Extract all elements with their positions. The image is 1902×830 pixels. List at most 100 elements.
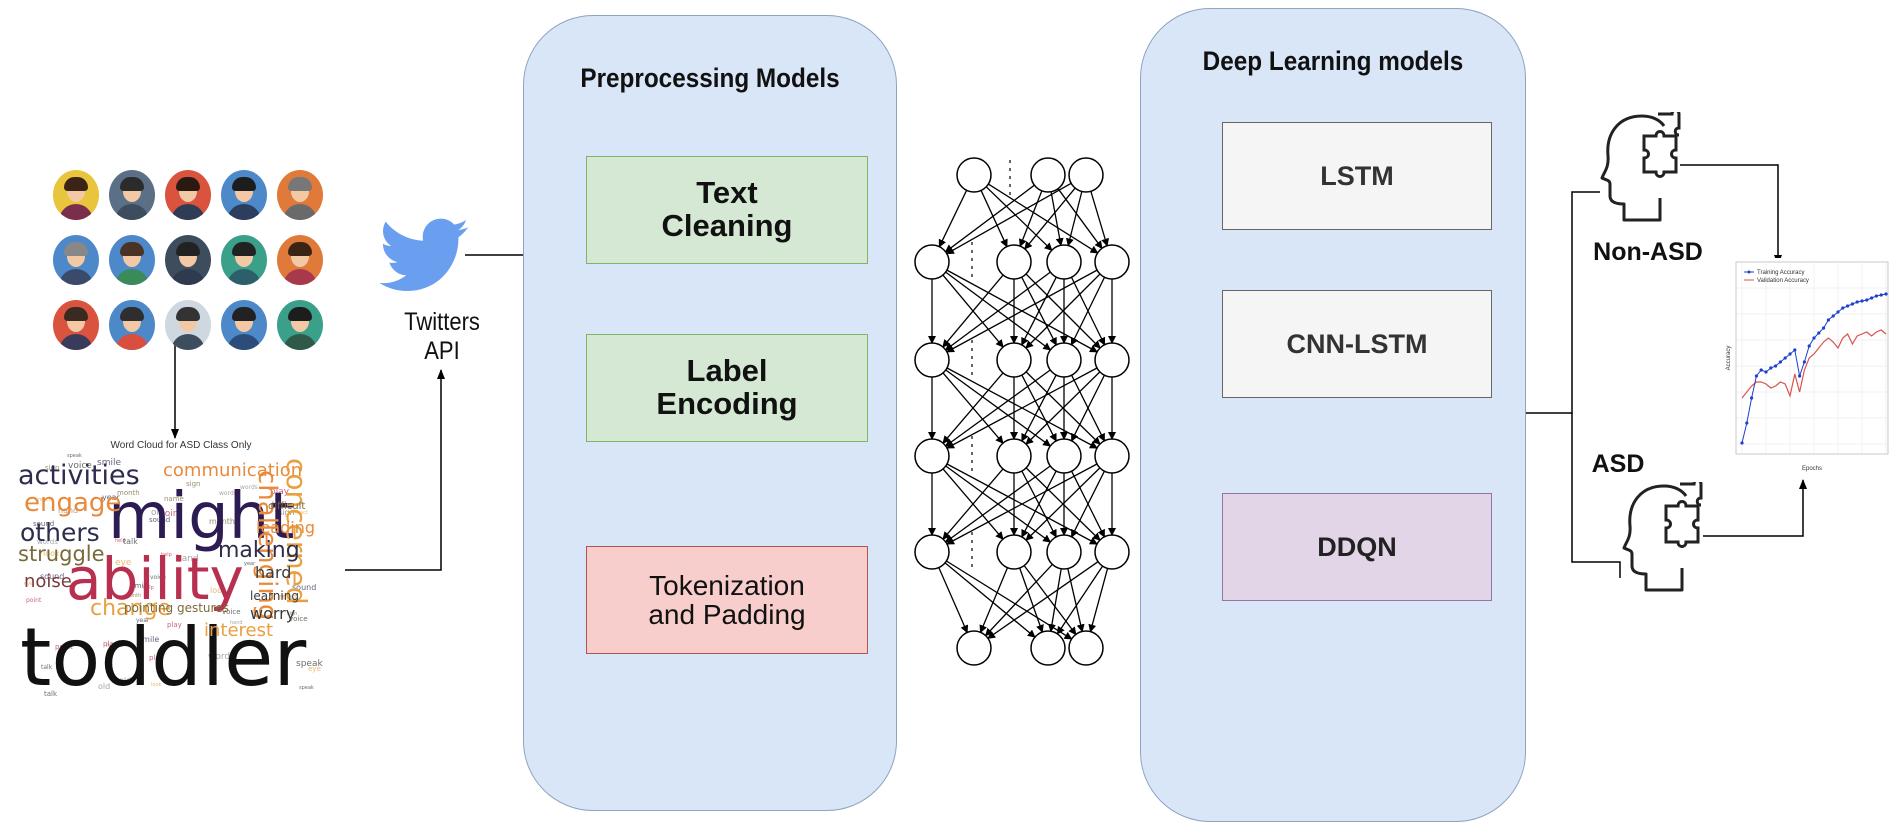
word-cloud-filler: smile [97, 458, 121, 468]
nn-connection [938, 190, 968, 248]
word-cloud-filler: words [240, 484, 258, 491]
nn-node [914, 438, 950, 474]
arrow-asd-to-chart [1703, 479, 1807, 537]
nn-node [1094, 438, 1130, 474]
nn-connection [1050, 191, 1064, 247]
nn-node [1030, 630, 1066, 666]
nn-node [1094, 342, 1130, 378]
nn-connection [942, 372, 1004, 444]
accuracy-chart-grid [1736, 262, 1888, 454]
word-cloud-filler: sign [186, 480, 201, 488]
word-cloud-filler: month [125, 593, 142, 599]
nn-node [1094, 244, 1130, 280]
word-cloud-filler: eye [281, 594, 291, 600]
nn-node [996, 342, 1032, 378]
nn-connection [944, 184, 1035, 253]
training-accuracy-point [1788, 352, 1792, 356]
arrow-wordcloud-to-twitter [345, 369, 445, 571]
nn-node [1068, 630, 1104, 666]
preprocessing-title: Preprocessing Models [580, 63, 840, 93]
training-accuracy-point [1807, 344, 1811, 348]
word-cloud-word: worry [250, 604, 296, 623]
word-cloud-filler: sign [45, 464, 60, 472]
nn-node [1046, 438, 1082, 474]
training-accuracy-point [1798, 374, 1802, 378]
model-cnn-lstm: CNN-LSTM [1222, 290, 1492, 398]
word-cloud-filler: look [151, 682, 162, 688]
word-cloud-filler: smile [131, 582, 150, 590]
training-accuracy-point [1865, 298, 1869, 302]
word-cloud-filler: year [102, 493, 120, 502]
training-accuracy-point [1855, 300, 1859, 304]
nn-connection [944, 562, 1036, 638]
nn-connection [987, 561, 1099, 639]
word-cloud-word: activities [18, 460, 140, 491]
training-accuracy-points [1740, 292, 1888, 445]
word-cloud-filler: year [244, 561, 256, 567]
legend-validation-accuracy: Validation Accuracy [1757, 278, 1809, 284]
validation-accuracy-line [1741, 329, 1887, 399]
nn-node [996, 534, 1032, 570]
training-accuracy-point [1846, 304, 1850, 308]
training-accuracy-point [1774, 364, 1778, 368]
word-cloud-word: leading [256, 518, 315, 537]
word-cloud-filler: month [117, 489, 140, 497]
word-cloud-word: ability [66, 545, 244, 613]
accuracy-chart-legend: Training Accuracy Validation Accuracy [1744, 270, 1809, 284]
arrow-nonasd-to-chart [1680, 164, 1782, 265]
word-cloud-filler: play [149, 654, 164, 662]
nn-connection [942, 274, 1004, 348]
training-accuracy-point [1750, 396, 1754, 400]
user-avatar [165, 170, 211, 220]
word-cloud-filler: old [98, 682, 111, 691]
word-cloud-filler: play [167, 621, 182, 629]
training-accuracy-point [1754, 374, 1758, 378]
word-cloud-filler: play [270, 487, 290, 497]
word-cloud-filler: point [26, 597, 42, 604]
word-cloud-filler: month [209, 517, 235, 526]
word-cloud-filler: old [151, 508, 165, 518]
nn-connection [988, 183, 1099, 254]
nn-node [996, 438, 1032, 474]
word-cloud-filler: eye [115, 558, 132, 568]
training-accuracy-point [1740, 441, 1744, 445]
non-asd-label: Non-ASD [1593, 238, 1703, 266]
nn-node [1068, 157, 1104, 193]
training-accuracy-point [1778, 360, 1782, 364]
step-label-encoding: Label Encoding [586, 334, 868, 442]
word-cloud-word: communication [163, 460, 303, 481]
nn-node [914, 342, 950, 378]
word-cloud-filler: words [219, 490, 237, 497]
training-accuracy-point [1860, 299, 1864, 303]
user-avatar [109, 235, 155, 285]
nn-connection [1025, 371, 1101, 445]
nn-connection [944, 465, 1051, 543]
word-cloud-filler: words [208, 652, 235, 662]
nn-connection [1067, 568, 1085, 633]
word-cloud-filler: hand [176, 554, 199, 564]
word-cloud-word: toddler [20, 611, 307, 702]
word-cloud-filler: sound [33, 520, 55, 528]
user-avatar [221, 170, 267, 220]
word-cloud-word: change [90, 596, 171, 621]
word-cloud-filler: eye [24, 581, 34, 587]
word-cloud-image: Word Cloud for ASD Class Only words sound… [18, 440, 344, 702]
nn-connection [944, 271, 1051, 351]
word-cloud-word: might [108, 480, 295, 554]
training-accuracy-point [1884, 292, 1888, 296]
nn-connection [944, 369, 1051, 447]
word-cloud-title: Word Cloud for ASD Class Only [110, 440, 252, 451]
user-avatar [109, 170, 155, 220]
legend-training-accuracy: Training Accuracy [1757, 270, 1804, 276]
nn-connection [1088, 568, 1109, 633]
word-cloud-filler: play [103, 640, 118, 648]
training-accuracy-point [1831, 314, 1835, 318]
nn-connection [984, 563, 1053, 637]
user-avatar [221, 300, 267, 350]
word-cloud-filler: sound [149, 516, 171, 524]
user-avatar [277, 300, 323, 350]
word-cloud-word: hard [255, 563, 292, 582]
user-avatar [53, 170, 99, 220]
word-cloud-filler: eye [308, 665, 321, 673]
training-accuracy-point [1870, 296, 1874, 300]
